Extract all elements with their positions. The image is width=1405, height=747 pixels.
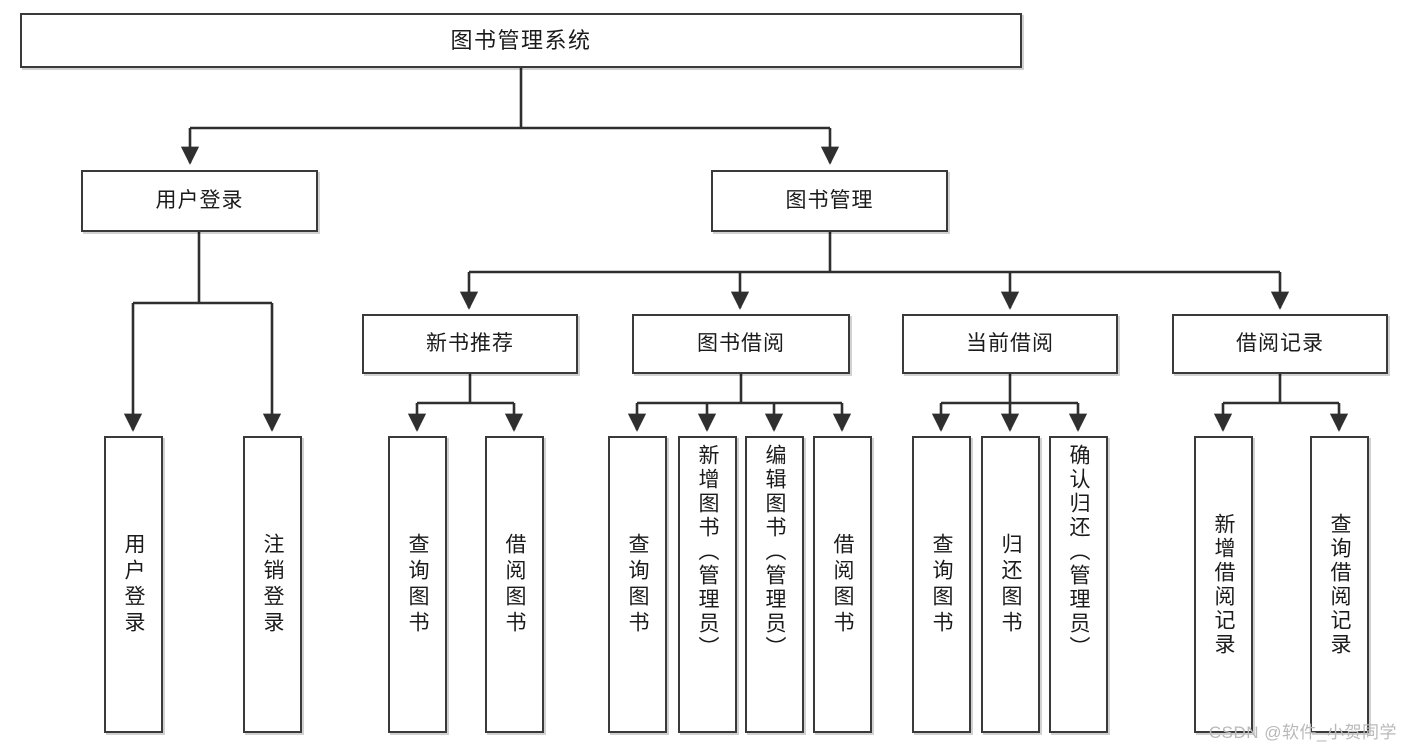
- leaf-edit-book-label: 编辑图书（管理员）: [763, 444, 786, 660]
- node-new-book-recommend[interactable]: 新书推荐: [362, 314, 578, 374]
- leaf-user-login[interactable]: 用户登录: [104, 436, 163, 733]
- node-user-login-label: 用户登录: [155, 188, 244, 212]
- node-book-manage-label: 图书管理: [785, 188, 874, 212]
- leaf-borrow-book-1[interactable]: 借阅图书: [485, 436, 544, 733]
- leaf-confirm-return[interactable]: 确认归还（管理员）: [1049, 436, 1108, 733]
- leaf-add-book-label: 新增图书（管理员）: [696, 444, 719, 660]
- node-current-borrow-label: 当前借阅: [966, 331, 1054, 355]
- leaf-query-book-1-label: 查询图书: [406, 532, 429, 637]
- leaf-add-record-label: 新增借阅记录: [1212, 512, 1235, 657]
- node-user-login[interactable]: 用户登录: [81, 170, 318, 232]
- node-borrow-record-label: 借阅记录: [1236, 331, 1324, 355]
- node-root[interactable]: 图书管理系统: [20, 13, 1022, 68]
- leaf-return-book-label: 归还图书: [999, 532, 1022, 637]
- node-root-label: 图书管理系统: [450, 27, 592, 53]
- node-borrow-record[interactable]: 借阅记录: [1172, 314, 1388, 374]
- node-book-borrow[interactable]: 图书借阅: [632, 314, 850, 374]
- leaf-borrow-book-2-label: 借阅图书: [831, 532, 854, 637]
- leaf-query-book-1[interactable]: 查询图书: [388, 436, 447, 733]
- leaf-borrow-book-1-label: 借阅图书: [503, 532, 526, 637]
- node-current-borrow[interactable]: 当前借阅: [902, 314, 1118, 374]
- leaf-logout-label: 注销登录: [261, 532, 284, 637]
- node-book-borrow-label: 图书借阅: [697, 331, 785, 355]
- leaf-confirm-return-label: 确认归还（管理员）: [1067, 444, 1090, 660]
- leaf-add-record[interactable]: 新增借阅记录: [1194, 436, 1253, 733]
- leaf-logout[interactable]: 注销登录: [243, 436, 302, 733]
- csdn-watermark: CSDN @软件_小贺同学: [1208, 723, 1397, 742]
- leaf-query-book-3-label: 查询图书: [930, 532, 953, 637]
- node-new-book-recommend-label: 新书推荐: [426, 331, 514, 355]
- leaf-user-login-label: 用户登录: [122, 532, 145, 637]
- node-book-manage[interactable]: 图书管理: [711, 170, 948, 232]
- leaf-edit-book[interactable]: 编辑图书（管理员）: [745, 436, 804, 733]
- leaf-add-book[interactable]: 新增图书（管理员）: [678, 436, 737, 733]
- leaf-query-book-3[interactable]: 查询图书: [912, 436, 971, 733]
- leaf-return-book[interactable]: 归还图书: [981, 436, 1040, 733]
- leaf-query-record-label: 查询借阅记录: [1328, 512, 1351, 657]
- leaf-query-book-2[interactable]: 查询图书: [608, 436, 667, 733]
- leaf-query-record[interactable]: 查询借阅记录: [1310, 436, 1369, 733]
- leaf-borrow-book-2[interactable]: 借阅图书: [813, 436, 872, 733]
- leaf-query-book-2-label: 查询图书: [626, 532, 649, 637]
